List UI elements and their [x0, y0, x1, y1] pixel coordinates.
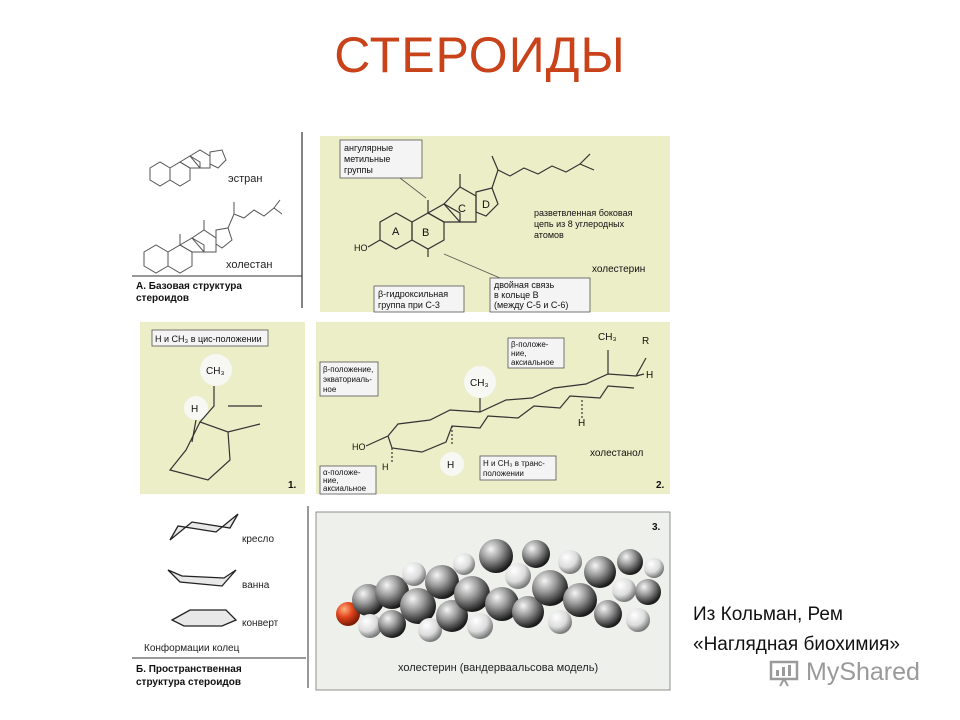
- ring-d-label: D: [482, 199, 490, 211]
- panel-cholesterol: A B C D HO ангулярные метильные группы р…: [320, 136, 670, 313]
- panel-base-structures: эстран холестан А. Базовая структура сте…: [130, 130, 303, 308]
- source-line1: Из Кольман, Рем: [693, 604, 843, 625]
- callout-trans-line2: положении: [483, 469, 524, 478]
- ring-c-label: C: [458, 203, 466, 215]
- callout-oh-line1: β-гидроксильная: [378, 289, 448, 299]
- callout-beta-ax-line1: β-положе-: [511, 340, 549, 349]
- cholestanol-ch3-label: CH₃: [470, 378, 489, 389]
- source-citation: Из Кольман, Рем «Наглядная биохимия»: [693, 600, 900, 660]
- spatial-caption-line2: структура стероидов: [136, 677, 241, 688]
- callout-db-line2: в кольце В: [494, 290, 539, 300]
- source-line2: «Наглядная биохимия»: [693, 634, 900, 655]
- panel-1-number: 1.: [288, 480, 297, 491]
- callout-methyl-line1: ангулярные: [344, 143, 393, 153]
- cholestanol-h-bottom: H: [578, 418, 585, 429]
- callout-alpha-line2: ние,: [323, 476, 339, 485]
- callout-alpha-line1: α-положе-: [323, 468, 361, 477]
- cis-ch3-label: CH₃: [206, 366, 225, 377]
- callout-alpha-line3: аксиальное: [323, 484, 367, 493]
- presentation-icon: [769, 661, 799, 687]
- estran-structure: [149, 149, 227, 187]
- cholestanol-r-label: R: [642, 336, 649, 347]
- slide-title: СТЕРОИДЫ: [334, 27, 626, 83]
- watermark-brand: MyShared: [806, 658, 920, 686]
- cholestanol-h-circle: H: [447, 460, 454, 471]
- callout-db-line1: двойная связь: [494, 280, 554, 290]
- callout-methyl-line3: группы: [344, 165, 373, 175]
- vdw-caption: холестерин (вандерваальсова модель): [398, 662, 598, 674]
- cholestan-label: холестан: [226, 259, 272, 271]
- cholestanol-h-right: H: [646, 370, 653, 381]
- cholesterol-label: холестерин: [592, 264, 645, 275]
- cis-callout: Н и СН₃ в цис-положении: [155, 334, 262, 344]
- panel-cis-position: Н и СН₃ в цис-положении CH₃ H 1.: [140, 322, 305, 494]
- ring-a-label: A: [392, 226, 400, 238]
- estran-label: эстран: [228, 173, 262, 185]
- chair-shape: [169, 513, 239, 541]
- callout-oh-line2: группа при С-3: [378, 300, 440, 310]
- ho-label: HO: [354, 243, 368, 253]
- callout-beta-ax-line2: ние,: [511, 349, 527, 358]
- cholestanol-h-left: H: [382, 462, 389, 472]
- spatial-caption-line1: Б. Пространственная: [136, 664, 242, 675]
- conformations-label: Конформации колец: [144, 642, 240, 654]
- callout-beta-eq-line2: экваториаль-: [323, 375, 372, 384]
- cholestanol-ho-label: HO: [352, 442, 366, 452]
- cholestan-structure: [143, 199, 283, 274]
- callout-beta-eq-line3: ное: [323, 385, 337, 394]
- chair-label: кресло: [242, 534, 274, 545]
- panel-vdw-model: холестерин (вандерваальсова модель) 3.: [315, 511, 671, 691]
- steroid-figure: эстран холестан А. Базовая структура сте…: [130, 130, 671, 695]
- panel-3-number: 3.: [652, 522, 661, 533]
- base-structure-caption-line1: А. Базовая структура: [136, 281, 242, 292]
- cholestanol-ch3-top: CH₃: [598, 332, 617, 343]
- boat-shape: [167, 569, 237, 587]
- panel-conformations: кресло ванна конверт Конформации колец Б…: [130, 502, 309, 695]
- ring-b-label: B: [422, 227, 429, 239]
- callout-methyl-line2: метильные: [344, 154, 390, 164]
- panel-2-number: 2.: [656, 480, 665, 491]
- callout-chain-line2: цепь из 8 углеродных: [534, 219, 625, 229]
- envelope-shape: [170, 609, 238, 627]
- cholestanol-label: холестанол: [590, 448, 644, 459]
- cis-h-label: H: [191, 404, 198, 415]
- vdw-atoms: [336, 539, 664, 642]
- boat-label: ванна: [242, 580, 270, 591]
- callout-beta-ax-line3: аксиальное: [511, 358, 555, 367]
- watermark: MyShared: [768, 658, 920, 687]
- callout-chain-line1: разветвленная боковая: [534, 208, 633, 218]
- envelope-label: конверт: [242, 618, 279, 629]
- callout-db-line3: (между С-5 и С-6): [494, 300, 568, 310]
- base-structure-caption-line2: стероидов: [136, 293, 189, 304]
- callout-beta-eq-line1: β-положение,: [323, 365, 373, 374]
- callout-chain-line3: атомов: [534, 230, 564, 240]
- panel-cholestanol: β-положение, экваториаль- ное β-положе- …: [316, 322, 670, 495]
- callout-trans-line1: Н и СН₃ в транс-: [483, 459, 545, 468]
